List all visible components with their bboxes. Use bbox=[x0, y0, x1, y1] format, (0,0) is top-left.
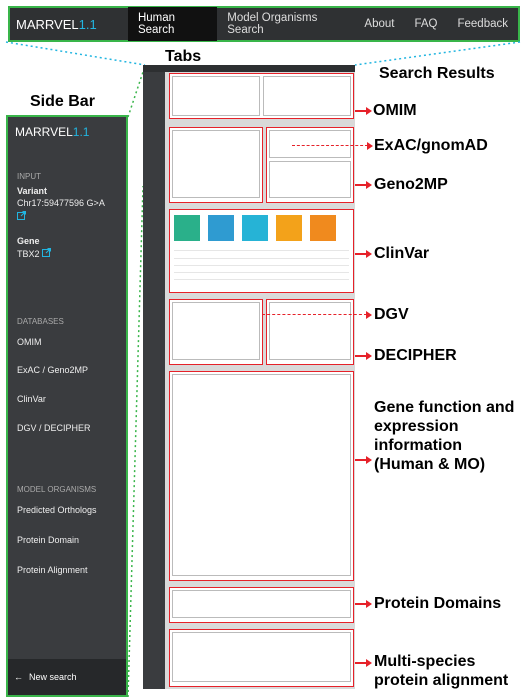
protein-domains-callout: Protein Domains bbox=[374, 595, 502, 612]
decipher-panel bbox=[266, 299, 354, 365]
protein-alignment-card bbox=[172, 632, 351, 682]
dgv-panel bbox=[169, 299, 263, 365]
nav-human-search[interactable]: Human Search bbox=[127, 7, 218, 41]
omim-arrow bbox=[355, 107, 372, 114]
thumbnail-nav-bar bbox=[143, 65, 355, 72]
omim-phenotype-card bbox=[263, 76, 351, 116]
clinvar-tile bbox=[174, 215, 200, 241]
model-organisms-heading: MODEL ORGANISMS bbox=[17, 485, 97, 494]
nav-faq[interactable]: FAQ bbox=[414, 18, 438, 30]
omim-disease-card bbox=[172, 76, 260, 116]
results-page-thumbnail bbox=[143, 65, 355, 689]
gene-function-arrow bbox=[355, 456, 372, 463]
clinvar-callout: ClinVar bbox=[374, 245, 430, 262]
omim-callout: OMIM bbox=[373, 102, 417, 119]
external-link-icon[interactable] bbox=[8, 211, 35, 222]
dgv-arrow bbox=[262, 310, 372, 319]
gnomad-card bbox=[269, 130, 351, 158]
app-logo[interactable]: MARRVEL1.1 bbox=[16, 16, 97, 32]
input-heading: INPUT bbox=[17, 172, 41, 181]
gene-link-icon[interactable] bbox=[42, 248, 52, 257]
new-search-button[interactable]: ←New search bbox=[8, 659, 126, 695]
sidebar-item-protein-alignment[interactable]: Protein Alignment bbox=[17, 565, 88, 575]
clinvar-tile bbox=[276, 215, 302, 241]
nav-feedback[interactable]: Feedback bbox=[457, 18, 508, 30]
exac-callout: ExAC/gnomAD bbox=[374, 137, 488, 154]
clinvar-tile bbox=[208, 215, 234, 241]
dgv-card bbox=[172, 302, 260, 360]
exac-arrow bbox=[292, 141, 373, 150]
protein-alignment-panel bbox=[169, 629, 354, 687]
exac-card bbox=[172, 130, 260, 198]
gene-label: Gene bbox=[17, 236, 40, 246]
thumbnail-sidebar bbox=[143, 72, 165, 689]
dgv-callout: DGV bbox=[374, 306, 409, 323]
sidebar-item-protein-domain[interactable]: Protein Domain bbox=[17, 535, 80, 545]
clinvar-tile bbox=[242, 215, 268, 241]
search-results-label: Search Results bbox=[379, 65, 495, 82]
sidebar-item-predicted-orthologs[interactable]: Predicted Orthologs bbox=[17, 505, 97, 515]
sidebar-item-dgv-decipher[interactable]: DGV / DECIPHER bbox=[17, 423, 91, 433]
gnomad-geno2mp-panel bbox=[266, 127, 354, 203]
top-navigation-bar: MARRVEL1.1 Human Search Model Organisms … bbox=[8, 6, 520, 42]
decipher-callout: DECIPHER bbox=[374, 347, 457, 364]
decipher-arrow bbox=[355, 352, 372, 359]
side-bar-label: Side Bar bbox=[30, 93, 95, 110]
tabs-label: Tabs bbox=[165, 48, 202, 65]
sidebar-item-exac-geno2mp[interactable]: ExAC / Geno2MP bbox=[17, 365, 89, 375]
clinvar-tile bbox=[310, 215, 336, 241]
geno2mp-card bbox=[269, 161, 351, 198]
arrow-left-icon: ← bbox=[14, 672, 23, 682]
sidebar: MARRVEL1.1 INPUT Variant Chr17:59477596 … bbox=[6, 115, 128, 697]
variant-label: Variant bbox=[17, 186, 48, 196]
protein-domains-panel bbox=[169, 587, 354, 623]
nav-about[interactable]: About bbox=[364, 18, 395, 30]
alignment-arrow bbox=[355, 659, 372, 666]
decipher-card bbox=[269, 302, 351, 360]
gene-function-panel bbox=[169, 371, 354, 581]
clinvar-arrow bbox=[355, 250, 372, 257]
protein-domains-card bbox=[172, 590, 351, 618]
geno2mp-callout: Geno2MP bbox=[374, 176, 448, 193]
omim-panel bbox=[169, 73, 354, 119]
sidebar-item-omim[interactable]: OMIM bbox=[17, 337, 42, 347]
gene-function-card bbox=[172, 374, 351, 576]
alignment-callout: Multi-species protein alignment bbox=[374, 653, 509, 689]
clinvar-panel bbox=[169, 209, 354, 293]
geno2mp-arrow bbox=[355, 181, 372, 188]
gene-function-callout: Gene function and expression information… bbox=[374, 399, 515, 473]
protein-domains-arrow bbox=[355, 600, 372, 607]
nav-model-organisms-search[interactable]: Model Organisms Search bbox=[227, 12, 318, 36]
gene-value: TBX2 bbox=[8, 248, 60, 259]
variant-value: Chr17:59477596 G>A bbox=[17, 198, 105, 208]
sidebar-logo[interactable]: MARRVEL1.1 bbox=[15, 125, 90, 139]
databases-heading: DATABASES bbox=[17, 317, 64, 326]
exac-panel bbox=[169, 127, 263, 203]
sidebar-item-clinvar[interactable]: ClinVar bbox=[17, 394, 46, 404]
